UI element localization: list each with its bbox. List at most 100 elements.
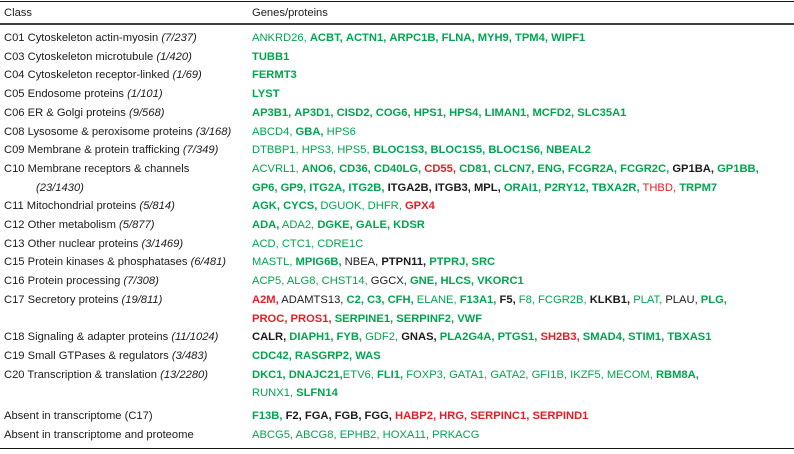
gene-separator: , [538, 181, 542, 194]
gene-separator: , [281, 275, 285, 288]
gene-separator: , [381, 181, 385, 194]
class-cell: C03 Cytoskeleton microtubule (1/420) [4, 48, 252, 67]
class-count: (13/2280) [160, 368, 208, 381]
class-count: (5/814) [139, 200, 175, 213]
gene-separator: , [358, 331, 363, 344]
class-count: (3/168) [195, 125, 232, 138]
gene-label: DGKE [317, 219, 350, 232]
genes-cell: TUBB1 [252, 48, 792, 67]
genes-cell: ANKRD26, ACBT, ACTN1, ARPC1B, FLNA, MYH9… [252, 29, 792, 48]
class-label: C09 Membrane & protein trafficking [4, 144, 180, 157]
gene-label: AP3D1 [294, 106, 331, 119]
genes-cell: F13B, F2, FGA, FGB, FGG, HABP2, HRG, SER… [252, 407, 792, 426]
gene-separator: , [320, 125, 324, 138]
gene-label: FCGR2C [620, 162, 667, 175]
gene-separator: , [288, 106, 292, 119]
gene-label: CISD2 [336, 106, 370, 119]
table-row: C15 Protein kinases & phosphatases (6/48… [4, 253, 792, 272]
class-count: (7/349) [182, 144, 219, 157]
gene-label: ITG2B [348, 181, 382, 194]
table-row: C10 Membrane receptors & channels(23/143… [4, 160, 792, 197]
gene-separator: , [276, 200, 280, 213]
gene-label: PTPN11 [381, 256, 424, 269]
gene-separator: , [330, 144, 335, 157]
gene-label: NBEA [344, 256, 376, 269]
gene-label: SLFN14 [296, 387, 338, 400]
gene-separator: , [369, 106, 373, 119]
gene-separator: , [282, 368, 286, 381]
table-row: C04 Cytoskeleton receptor-linked (1/69)F… [4, 66, 792, 85]
gene-separator: , [284, 312, 288, 325]
gene-separator: , [423, 256, 427, 269]
gene-separator: , [403, 275, 407, 288]
gene-label: ELANE [416, 293, 454, 306]
class-cell: C13 Other nuclear proteins (3/1469) [4, 235, 252, 254]
gene-separator: , [303, 32, 307, 44]
gene-label: PTGS1 [497, 331, 535, 344]
gene-label: ITGA2B [387, 181, 429, 194]
gene-label: CFH [387, 293, 411, 306]
gene-label: RASGRP2 [294, 349, 349, 362]
table-bottom-rule [0, 448, 794, 449]
class-label: C08 Lysosome & peroxisome proteins [4, 125, 193, 138]
gene-label: TBXA2R [591, 181, 637, 194]
gene-label: GDF2 [365, 331, 395, 344]
genes-cell: AP3B1, AP3D1, CISD2, COG6, HPS1, HPS4, L… [252, 104, 792, 123]
gene-label: NBEAL2 [546, 144, 591, 157]
gene-separator: , [288, 349, 292, 362]
gene-separator: , [659, 293, 663, 306]
gene-label: SMAD4 [582, 331, 622, 344]
gene-separator: , [695, 368, 699, 381]
class-label: C01 Cytoskeleton actin-myosin [4, 32, 159, 44]
gene-label: RBM8A [655, 368, 696, 381]
gene-label: ITG2A [309, 181, 343, 194]
class-cell: C19 Small GTPases & regulators (3/483) [4, 347, 252, 366]
gene-separator: , [328, 312, 332, 325]
gene-separator: , [376, 428, 380, 441]
gene-label: THBD [642, 181, 673, 194]
gene-separator: , [358, 410, 362, 423]
class-count: (3/483) [171, 349, 208, 362]
gene-separator: , [433, 331, 437, 344]
class-cell: C04 Cytoskeleton receptor-linked (1/69) [4, 66, 252, 85]
class-count: (5/877) [119, 219, 155, 232]
gene-separator: , [508, 32, 512, 44]
gene-label: CD36 [339, 162, 368, 175]
gene-label: MASTL [252, 256, 290, 269]
gene-label: F2 [285, 410, 299, 423]
gene-separator: , [398, 200, 402, 213]
gene-label: HPS4 [449, 106, 479, 119]
gene-label: ACTN1 [345, 32, 384, 44]
gene-separator: , [453, 293, 457, 306]
gene-separator: , [275, 237, 279, 250]
gene-separator: , [424, 144, 428, 157]
gene-separator: , [399, 368, 404, 381]
gene-separator: , [621, 331, 626, 344]
gene-label: GNE [409, 275, 435, 288]
gene-separator: , [442, 368, 446, 381]
gene-separator: , [328, 410, 332, 423]
gene-label: FGG [364, 410, 389, 423]
table-row: Absent in transcriptome (C17)F13B, F2, F… [4, 407, 792, 426]
gene-separator: , [388, 410, 392, 423]
class-cell: C11 Mitochondrial proteins (5/814) [4, 197, 252, 216]
gene-label: ARPC1B [389, 32, 436, 44]
gene-separator: , [289, 428, 294, 441]
genes-cell: FERMT3 [252, 66, 792, 85]
class-cell: C06 ER & Golgi proteins (9/568) [4, 104, 252, 123]
gene-separator: , [484, 368, 488, 381]
class-label: C06 ER & Golgi proteins [4, 106, 126, 119]
column-header-class: Class [4, 7, 32, 19]
gene-label: CALR [252, 331, 284, 344]
gene-label: STIM1 [628, 331, 662, 344]
gene-label: FCGR2A [567, 162, 614, 175]
class-label: C13 Other nuclear proteins [4, 237, 139, 250]
gene-label: IKZF5 [570, 368, 601, 381]
gene-label: AGK [252, 200, 277, 213]
class-count: (7/237) [161, 32, 197, 44]
gene-label: F13B [252, 410, 280, 423]
gene-label: ABCD4 [252, 125, 290, 138]
gene-separator: , [525, 368, 529, 381]
gene-label: GATA1 [449, 368, 485, 381]
